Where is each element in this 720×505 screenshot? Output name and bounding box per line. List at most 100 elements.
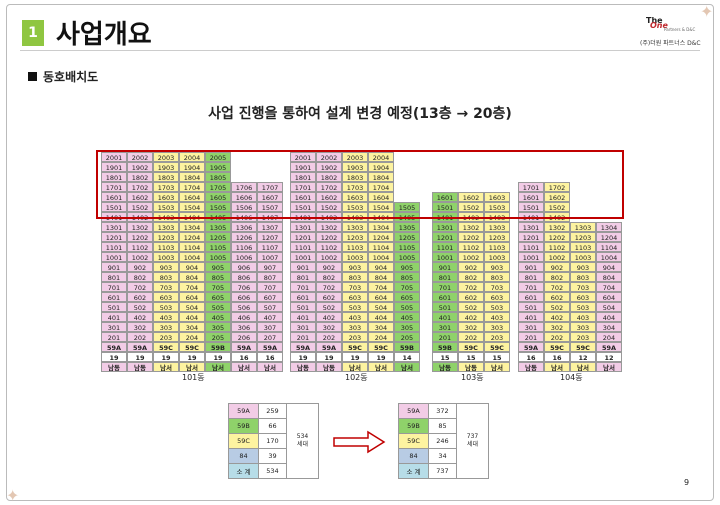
unit-cell: 205 [394,332,420,342]
unit-cell: 1501 [432,202,458,212]
unit-cell: 1502 [458,202,484,212]
direction-cell: 남서 [257,362,283,372]
unit-cell: 402 [316,312,342,322]
unit-cell: 1305 [394,222,420,232]
count-cell: 19 [290,352,316,362]
unit-cell: 603 [153,292,179,302]
unit-cell: 503 [570,302,596,312]
unit-cell: 404 [179,312,205,322]
unit-cell: 402 [127,312,153,322]
unit-cell: 801 [101,272,127,282]
unit-cell: 1901 [101,162,127,172]
unit-cell: 1703 [153,182,179,192]
unit-cell: 304 [596,322,622,332]
unit-cell: 1904 [368,162,394,172]
unit-cell: 201 [518,332,544,342]
unit-cell: 407 [257,312,283,322]
unit-cell: 1203 [570,232,596,242]
unit-cell: 1001 [432,252,458,262]
unit-cell: 701 [432,282,458,292]
unit-cell: 904 [596,262,622,272]
unit-cell: 301 [101,322,127,332]
unit-cell: 1604 [179,192,205,202]
unit-cell: 504 [596,302,622,312]
unit-cell: 702 [544,282,570,292]
unit-cell: 1003 [342,252,368,262]
unit-cell: 1701 [290,182,316,192]
unit-cell: 403 [153,312,179,322]
count-cell: 19 [368,352,394,362]
unit-cell: 1301 [518,222,544,232]
count-cell: 19 [101,352,127,362]
type-cell: 59A [316,342,342,352]
unit-cell: 201 [290,332,316,342]
type-cell: 59A [290,342,316,352]
unit-cell: 304 [368,322,394,332]
summary-type-cell: 59A [398,403,429,419]
unit-cell: 1304 [179,222,205,232]
count-cell: 16 [231,352,257,362]
unit-cell: 204 [368,332,394,342]
count-cell: 16 [257,352,283,362]
type-cell: 59C [544,342,570,352]
unit-cell: 802 [544,272,570,282]
unit-cell: 1601 [432,192,458,202]
unit-cell: 1203 [342,232,368,242]
unit-cell: 1301 [290,222,316,232]
unit-cell: 804 [179,272,205,282]
unit-cell: 2002 [127,152,153,162]
unit-cell: 306 [231,322,257,332]
unit-cell: 903 [484,262,510,272]
unit-cell: 1204 [179,232,205,242]
unit-cell: 1103 [484,242,510,252]
logo-text-top: The [646,16,663,25]
unit-cell: 401 [290,312,316,322]
unit-cell: 805 [394,272,420,282]
direction-cell: 남동 [458,362,484,372]
type-cell: 59C [368,342,394,352]
unit-cell: 2003 [342,152,368,162]
direction-cell: 남동 [316,362,342,372]
unit-cell: 1704 [179,182,205,192]
unit-cell: 1204 [368,232,394,242]
unit-cell: 803 [342,272,368,282]
unit-cell: 1801 [101,172,127,182]
unit-cell: 1303 [570,222,596,232]
unit-cell: 1006 [231,252,257,262]
unit-cell: 1102 [544,242,570,252]
unit-cell: 1904 [179,162,205,172]
building-label: 101동 [182,373,205,382]
unit-cell: 204 [596,332,622,342]
unit-cell: 704 [368,282,394,292]
unit-cell: 1201 [518,232,544,242]
unit-cell: 601 [101,292,127,302]
unit-cell: 704 [179,282,205,292]
type-cell: 59B [205,342,231,352]
unit-cell: 1707 [257,182,283,192]
unit-cell: 1601 [518,192,544,202]
unit-cell: 1605 [205,192,231,202]
unit-cell: 501 [432,302,458,312]
summary-count-cell: 39 [258,448,287,464]
unit-cell: 201 [101,332,127,342]
unit-cell: 1103 [153,242,179,252]
unit-cell: 1502 [544,202,570,212]
unit-cell: 1504 [179,202,205,212]
count-cell: 16 [518,352,544,362]
unit-cell: 203 [153,332,179,342]
unit-cell: 502 [316,302,342,312]
unit-cell: 704 [596,282,622,292]
unit-cell: 505 [205,302,231,312]
unit-cell: 904 [179,262,205,272]
unit-cell: 602 [316,292,342,302]
unit-cell: 1105 [394,242,420,252]
unit-cell: 1206 [231,232,257,242]
unit-cell: 902 [544,262,570,272]
unit-cell: 401 [432,312,458,322]
plan-subtitle: 사업 진행을 통하여 설계 변경 예정(13층 → 20층) [208,106,512,122]
unit-cell: 2001 [290,152,316,162]
summary-total-value: 737 [428,463,457,479]
unit-cell: 501 [290,302,316,312]
unit-cell: 1102 [458,242,484,252]
